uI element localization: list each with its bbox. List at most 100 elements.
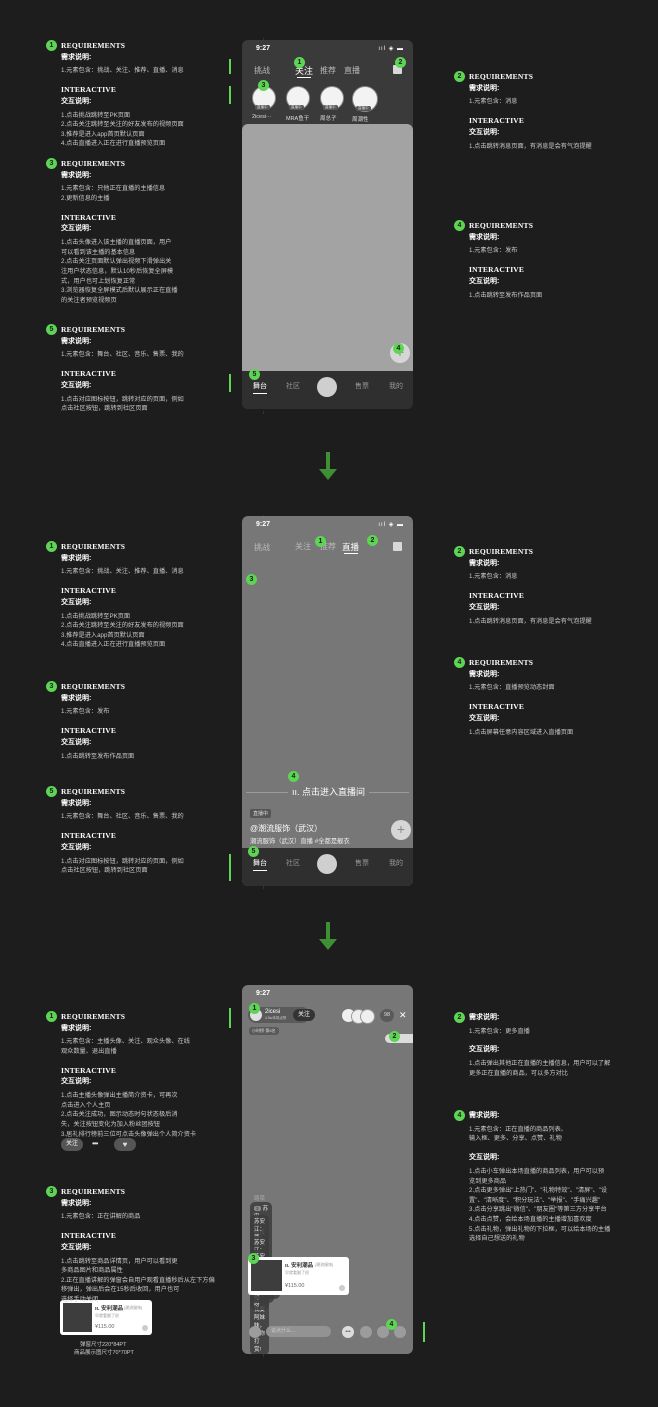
product-subtitle: 早就看腻了很 (285, 1270, 309, 1275)
phone-screen-live-room: 9:27 2icesi 4.8w本场点赞 关注 98 ✕ 小时榜·第6名 路菜江… (242, 985, 413, 1354)
bottom-action-bar: 说点什么... ••• (242, 1324, 413, 1340)
requirements-subheading: 需求说明: (469, 84, 500, 92)
share-button[interactable] (360, 1326, 372, 1338)
live-tag: 直播中 (250, 809, 272, 818)
message-icon[interactable] (393, 65, 402, 74)
requirements-subheading: 需求说明: (61, 171, 92, 179)
close-icon[interactable]: ✕ (399, 1010, 407, 1020)
video-preview-area[interactable] (242, 124, 413, 371)
callout-badge-4: 4 (288, 771, 299, 782)
nav-recommend[interactable]: 推荐 (320, 66, 336, 75)
interactive-subheading: 交互说明: (469, 603, 500, 611)
requirements-heading: REQUIREMENTS (61, 159, 126, 168)
gift-button[interactable] (394, 1326, 406, 1338)
ranking-chip[interactable]: 小时榜·第6名 (249, 1027, 279, 1035)
message-icon[interactable] (393, 542, 402, 551)
requirements-subheading: 需求说明: (469, 233, 500, 241)
comment-input[interactable]: 说点什么... (266, 1326, 331, 1337)
nav-challenge[interactable]: 挑战 (254, 66, 270, 75)
tab-community[interactable]: 社区 (286, 860, 300, 867)
nav-follow[interactable]: 关注 (295, 542, 311, 551)
requirements-text: 1.元素包含：发布 (61, 708, 110, 716)
requirements-heading: REQUIREMENTS (61, 787, 126, 796)
interactive-heading: INTERACTIVE (469, 702, 525, 712)
like-button[interactable] (377, 1326, 389, 1338)
nav-live[interactable]: 直播 (342, 542, 360, 552)
host-info-pill[interactable]: 2icesi 4.8w本场点赞 关注 (248, 1007, 315, 1023)
interactive-subheading: 交互说明: (469, 714, 500, 722)
interactive-heading: INTERACTIVE (61, 212, 117, 222)
product-popup-demo[interactable]: ıı. 安利潮品 [潮流服饰] 早就看腻了很 ¥115.00 (60, 1300, 152, 1335)
tab-mine[interactable]: 我的 (389, 860, 403, 867)
streamer-handle[interactable]: @潮流服饰（武汉） (250, 824, 323, 833)
requirements-text: 1.元素包含：挑战、关注、推荐、直播、消息 (61, 568, 184, 576)
bottom-tab-bar: 舞台 社区 售票 我的 (242, 371, 413, 409)
interactive-subheading: 交互说明: (61, 598, 92, 606)
publish-plus-button[interactable]: + (391, 820, 411, 840)
tab-stage[interactable]: 舞台 (253, 860, 267, 867)
callout-badge-5: 5 (248, 846, 259, 857)
annotation-badge: 1 (46, 1011, 57, 1022)
center-music-button[interactable] (317, 377, 337, 397)
follow-button-demo[interactable]: 关注 (61, 1138, 83, 1151)
nav-recommend[interactable]: 推荐 (320, 542, 336, 551)
requirements-text: 1.元素包含：主播头像、关注、观众头像、在线 观众数量、退出直播 (61, 1038, 190, 1056)
tab-tickets[interactable]: 售票 (355, 383, 369, 390)
annotation-badge: 4 (454, 220, 465, 231)
callout-badge-3: 3 (258, 80, 269, 91)
annotation-badge: 5 (46, 786, 57, 797)
avatar-name: 周总子 (320, 116, 337, 122)
requirements-subheading: 需求说明: (469, 670, 500, 678)
interactive-text: 1.点击对应图标按钮，跳转对应的页面，例如 点击社区按钮，跳转到社区页面 (61, 857, 184, 875)
viewer-count[interactable]: 98 (380, 1009, 394, 1022)
callout-badge-2: 2 (389, 1031, 400, 1042)
requirements-text: 1.元素包含：消息 (469, 573, 518, 581)
live-avatar[interactable]: 直播中 周总子 (320, 86, 344, 122)
heart-icon[interactable]: ♥ (114, 1138, 136, 1151)
requirements-subheading: 需求说明: (61, 1024, 92, 1032)
interactive-text: 1.点击屏幕任意内容区域进入直播页面 (469, 728, 574, 736)
interactive-text: 1.点击挑战跳转至PK页面 2.点击关注跳转至关注的好友发布的视频页面 3.推荐… (61, 111, 184, 148)
product-popup[interactable]: ıı. 安利潮品 [潮流服饰] 早就看腻了很 ¥115.00 (248, 1257, 349, 1295)
callout-badge-1: 1 (315, 536, 326, 547)
enter-live-button[interactable]: ıı. 点击进入直播间 (288, 785, 370, 798)
status-time: 9:27 (256, 990, 271, 997)
interactive-subheading: 交互说明: (61, 97, 92, 105)
interactive-subheading: 交互说明: (469, 277, 500, 285)
live-avatar[interactable]: 直播中 MRA鱼干 (286, 86, 310, 122)
nav-challenge[interactable]: 挑战 (254, 543, 270, 552)
requirements-text: 1.元素包含：舞台、社区、音乐、售票、我的 (61, 351, 184, 359)
status-bar: 9:27 (242, 985, 413, 1003)
green-marker (229, 59, 231, 74)
live-avatar[interactable]: 直播中 周潮性 (352, 86, 378, 123)
tab-tickets[interactable]: 售票 (355, 860, 369, 867)
tab-community[interactable]: 社区 (286, 383, 300, 390)
live-tag: 直播中 (289, 105, 304, 110)
requirements-text: 1.元素包含：消息 (469, 98, 518, 106)
viewer-avatars[interactable] (342, 1009, 382, 1024)
requirements-heading: REQUIREMENTS (61, 325, 126, 334)
annotation-badge: 2 (454, 1012, 465, 1023)
interactive-heading: INTERACTIVE (61, 1065, 117, 1075)
live-tag: 直播中 (323, 105, 338, 110)
viewer-avatar (360, 1009, 375, 1024)
cart-icon[interactable] (249, 1326, 261, 1338)
callout-badge-3: 3 (248, 1253, 259, 1264)
live-avatar[interactable]: 直播中 2icesi··· (252, 86, 276, 120)
tab-stage[interactable]: 舞台 (253, 383, 267, 390)
more-button[interactable]: ••• (342, 1326, 354, 1338)
nav-live[interactable]: 直播 (344, 66, 360, 75)
requirements-text: 1.元素包含：更多直播 (469, 1027, 530, 1035)
tab-mine[interactable]: 我的 (389, 383, 403, 390)
center-music-button[interactable] (317, 854, 337, 874)
interactive-text: 1.点击弹出其他正在直播的主播信息，用户可以了解 更多正在直播的商品，可以多方对… (469, 1060, 611, 1077)
status-time: 9:27 (256, 45, 271, 52)
status-bar: 9:27 ııl ◈ ▬ (242, 516, 413, 534)
avatar-name: 周潮性 (352, 117, 369, 123)
nav-follow[interactable]: 关注 (295, 66, 314, 76)
follow-button[interactable]: 关注 (293, 1009, 315, 1021)
